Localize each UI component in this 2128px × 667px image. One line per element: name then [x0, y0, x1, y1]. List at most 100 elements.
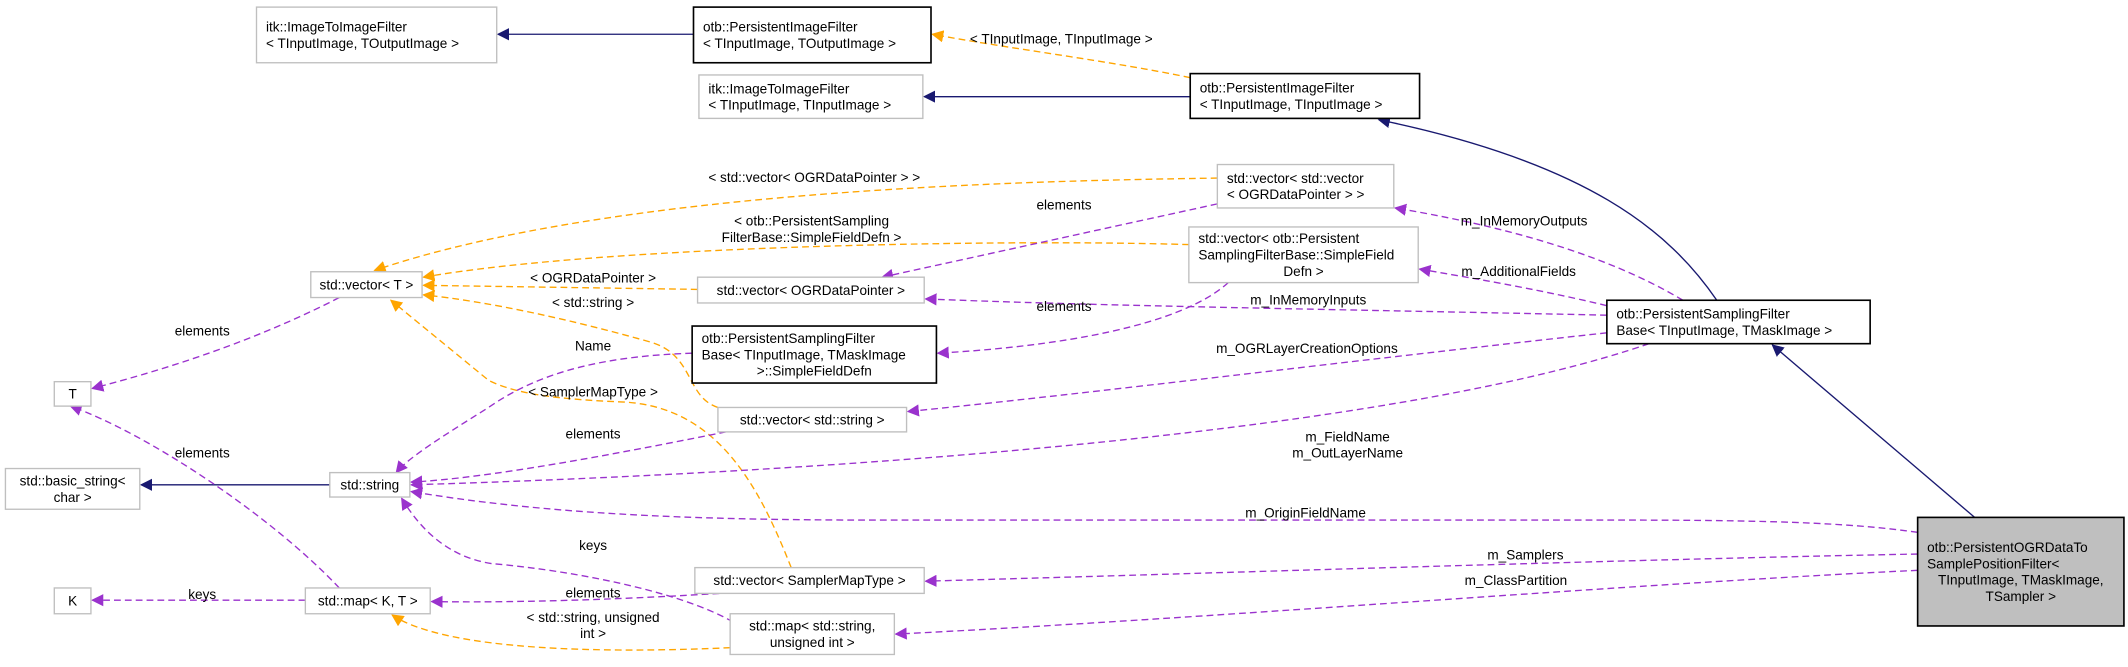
usage-arrow — [395, 352, 693, 474]
node-label-line: < TInputImage, TOutputImage > — [266, 36, 459, 51]
usage-arrow — [924, 293, 1607, 316]
node-label: std::vector< OGRDataPointer > — [717, 283, 906, 298]
node-box — [53, 381, 92, 407]
usage-arrow — [401, 497, 734, 623]
node-box — [1216, 163, 1395, 209]
edge-label-line: m_OutLayerName — [1292, 446, 1403, 461]
class-node-pif_out[interactable]: otb::PersistentImageFilter< TInputImage,… — [692, 6, 932, 64]
node-label-line: std::vector< OGRDataPointer > — [717, 283, 906, 298]
node-label-line: < TInputImage, TInputImage > — [1200, 97, 1383, 112]
edge-label-line: elements — [175, 446, 230, 461]
node-label-line: SamplePositionFilter< — [1927, 556, 2059, 571]
edge-label: elements — [566, 585, 621, 600]
usage-arrow — [936, 282, 1229, 359]
node-box — [696, 276, 925, 304]
edge-label-line: elements — [566, 427, 621, 442]
class-node-basicstr[interactable]: std::basic_string<char > — [4, 467, 141, 510]
edge-sfd-to-stdstr — [395, 352, 693, 474]
node-label: std::basic_string<char > — [20, 474, 126, 505]
edge-vecstr-to-vecT — [422, 289, 719, 409]
template-arrow — [373, 177, 1218, 273]
node-label-line: std::vector< std::vector — [1227, 171, 1364, 186]
edge-label: elements — [1036, 197, 1091, 212]
class-node-vecstr[interactable]: std::vector< std::string > — [717, 406, 908, 433]
node-label: std::map< std::string,unsigned int > — [749, 619, 875, 650]
node-label-line: < TInputImage, TOutputImage > — [703, 36, 896, 51]
usage-arrow — [906, 332, 1607, 417]
edge-label-line: m_FieldName — [1305, 429, 1389, 444]
edge-label: m_FieldName m_OutLayerName — [1292, 429, 1403, 460]
node-label-line: std::map< K, T > — [318, 594, 418, 609]
edge-label: < OGRDataPointer > — [530, 271, 656, 286]
edge-vecT-to-T — [91, 296, 340, 392]
node-box — [694, 566, 925, 595]
usage-arrow — [69, 404, 340, 589]
node-box — [53, 587, 92, 615]
edge-label-line: m_OriginFieldName — [1245, 505, 1366, 520]
usage-arrow — [1393, 203, 1684, 301]
class-node-vecOGR[interactable]: std::vector< OGRDataPointer > — [696, 276, 925, 304]
node-box — [1189, 72, 1421, 120]
class-node-T[interactable]: T — [53, 381, 92, 407]
class-node-vecvec[interactable]: std::vector< std::vector< OGRDataPointer… — [1216, 163, 1395, 209]
usage-arrow — [430, 592, 720, 608]
node-box — [692, 6, 932, 64]
edge-target-to-psfb — [1771, 344, 1976, 518]
edge-label: m_InMemoryOutputs — [1461, 214, 1588, 229]
class-node-vecT[interactable]: std::vector< T > — [310, 271, 423, 299]
edge-psfb-to-vecstr — [906, 332, 1607, 417]
class-node-K[interactable]: K — [53, 587, 92, 615]
edge-label-line: m_InMemoryOutputs — [1461, 214, 1588, 229]
node-box — [1916, 516, 2125, 627]
node-box — [329, 471, 411, 498]
edge-label: < std::vector< OGRDataPointer > > — [708, 170, 920, 185]
edge-label-line: keys — [188, 587, 216, 602]
class-node-stdstr[interactable]: std::string — [329, 471, 411, 498]
node-box — [304, 587, 431, 615]
node-label-line: K — [68, 594, 77, 609]
node-label-line: Defn > — [1283, 264, 1323, 279]
node-label: K — [68, 594, 77, 609]
class-node-itk_in[interactable]: itk::ImageToImageFilter< TInputImage, TI… — [698, 74, 924, 120]
edge-map-to-T — [69, 404, 340, 589]
edge-mapstr-to-map — [391, 614, 731, 651]
class-node-pif_in[interactable]: otb::PersistentImageFilter< TInputImage,… — [1189, 72, 1421, 120]
edge-vecSMT-to-vecT — [389, 299, 792, 568]
node-label-line: < OGRDataPointer > > — [1227, 187, 1365, 202]
edge-psfb-to-vecOGR — [924, 293, 1607, 316]
edge-vecvec-to-vecOGR — [880, 203, 1218, 281]
node-label-line: otb::PersistentSamplingFilter — [1616, 307, 1790, 322]
edge-label: m_Samplers — [1487, 547, 1563, 562]
usage-arrow — [894, 569, 1918, 640]
template-arrow — [422, 242, 1189, 282]
node-box — [691, 325, 938, 384]
node-label-line: std::vector< otb::Persistent — [1198, 231, 1359, 246]
edge-label-line: < SamplerMapType > — [528, 385, 658, 400]
usage-arrow — [409, 343, 1650, 491]
class-node-map[interactable]: std::map< K, T > — [304, 587, 431, 615]
inheritance-arrow — [1771, 344, 1976, 518]
edge-label: elements — [175, 324, 230, 339]
template-arrow — [391, 614, 731, 651]
edge-label-line: < otb::PersistentSampling — [734, 214, 889, 229]
edge-label-line: < std::string > — [552, 295, 634, 310]
edge-label-line: m_ClassPartition — [1465, 573, 1568, 588]
node-box — [310, 271, 423, 299]
edge-label: < SamplerMapType > — [528, 385, 658, 400]
edge-label: m_ClassPartition — [1465, 573, 1568, 588]
class-node-vecSMT[interactable]: std::vector< SamplerMapType > — [694, 566, 925, 595]
edge-label: elements — [566, 427, 621, 442]
node-label-line: otb::PersistentImageFilter — [1200, 81, 1355, 96]
class-node-itk_out[interactable]: itk::ImageToImageFilter< TInputImage, TO… — [255, 6, 498, 64]
edge-vecvec-to-vecT — [373, 177, 1218, 273]
class-node-mapstr[interactable]: std::map< std::string,unsigned int > — [729, 613, 896, 656]
node-label: std::vector< std::string > — [740, 412, 885, 427]
